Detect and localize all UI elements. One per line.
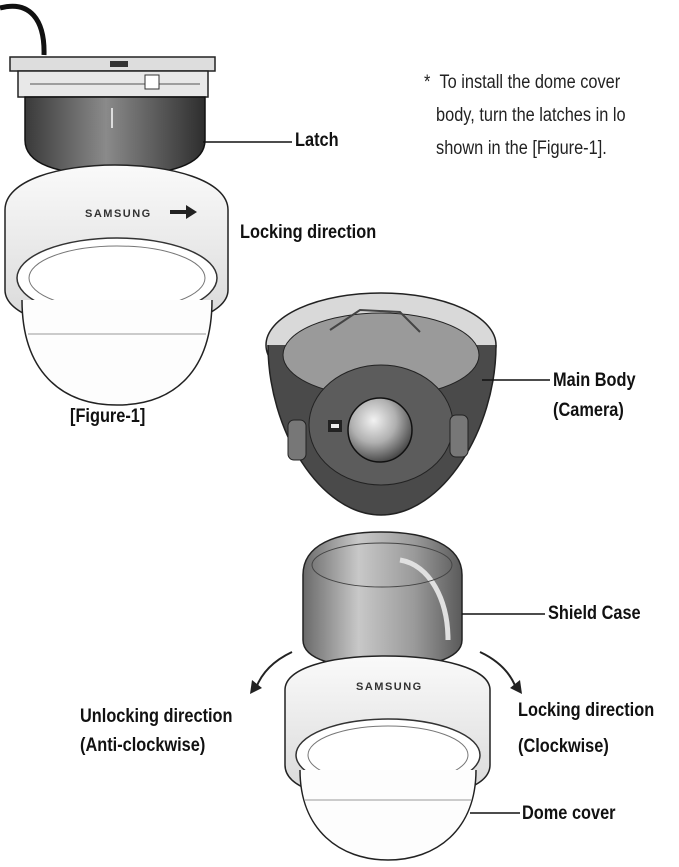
unlocking-direction-sublabel: (Anti-clockwise) bbox=[80, 735, 205, 758]
note-marker: * bbox=[424, 72, 430, 93]
mounting-plate bbox=[10, 57, 215, 97]
camera-cable bbox=[0, 6, 44, 55]
camera-lens bbox=[348, 398, 412, 462]
figure1-locking-direction-label: Locking direction bbox=[240, 222, 376, 245]
figure1-cover-brand: SAMSUNG bbox=[85, 208, 152, 220]
figure1-caption: [Figure-1] bbox=[70, 406, 145, 429]
main-body-label: Main Body bbox=[553, 370, 636, 393]
cover-dome bbox=[22, 300, 212, 405]
note-line-3: shown in the [Figure-1]. bbox=[424, 132, 626, 165]
camera-housing bbox=[25, 97, 205, 175]
dome-cover-label: Dome cover bbox=[522, 803, 616, 826]
dome-cover: SAMSUNG bbox=[285, 656, 520, 860]
note-line-1: To install the dome cover bbox=[439, 72, 620, 93]
install-note: * To install the dome cover body, turn t… bbox=[424, 66, 626, 165]
figure1-camera: SAMSUNG bbox=[0, 6, 292, 405]
main-body-camera bbox=[266, 293, 550, 515]
shield-case bbox=[303, 532, 545, 668]
locking-direction-sublabel: (Clockwise) bbox=[518, 736, 609, 759]
shield-case-label: Shield Case bbox=[548, 603, 641, 626]
note-line-2: body, turn the latches in lo bbox=[424, 99, 626, 132]
locking-direction-label: Locking direction bbox=[518, 700, 654, 723]
main-body-sublabel: (Camera) bbox=[553, 400, 624, 423]
dome-cover-brand: SAMSUNG bbox=[356, 681, 423, 693]
unlocking-direction-label: Unlocking direction bbox=[80, 706, 233, 729]
latch-label: Latch bbox=[295, 130, 339, 153]
